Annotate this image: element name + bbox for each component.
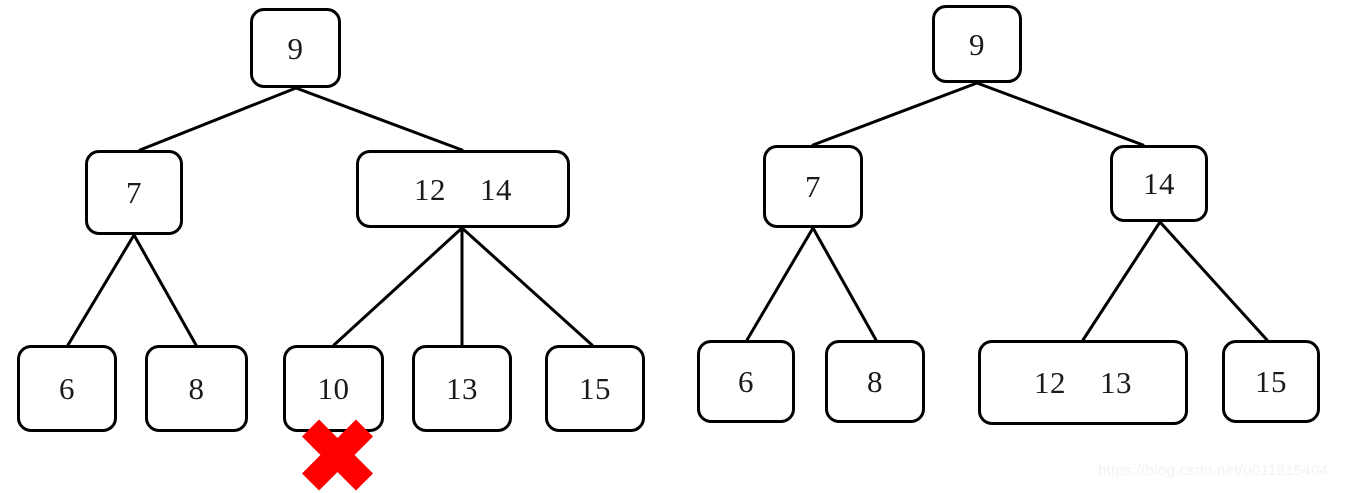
node-key: 6 [738,364,754,399]
tree-edge [294,86,464,152]
tree-node-9[interactable]: 9 [932,5,1022,83]
tree-edge [332,226,464,347]
node-key: 9 [287,30,304,66]
tree-edge [138,86,298,152]
tree-node-6[interactable]: 6 [697,340,795,423]
node-key: 6 [59,371,75,406]
node-key: 14 [480,171,512,207]
tree-node-15[interactable]: 15 [1222,340,1320,423]
tree-edge [975,81,1145,147]
node-key: 13 [1100,365,1132,400]
node-key: 12 [1034,365,1066,400]
tree-node-14[interactable]: 14 [1110,145,1208,222]
tree-node-12-14[interactable]: 12 14 [356,150,570,228]
tree-edge [745,226,815,342]
node-key: 10 [317,371,350,406]
tree-node-6[interactable]: 6 [17,345,117,432]
tree-edge [132,233,198,347]
node-key: 7 [805,169,821,204]
tree-edge [811,226,878,342]
node-key: 8 [867,364,883,399]
watermark-text: https://blog.csdn.net/u011815404 [1098,462,1329,479]
tree-node-8[interactable]: 8 [145,345,248,432]
node-key: 15 [579,371,611,406]
tree-node-10[interactable]: 10 [283,345,384,432]
node-key: 7 [126,175,142,210]
node-key: 12 [414,171,446,207]
tree-node-7[interactable]: 7 [763,145,863,228]
tree-node-12-13[interactable]: 12 13 [978,340,1188,425]
tree-edge [460,226,594,347]
tree-edge [66,233,136,347]
tree-edge [811,81,979,147]
tree-node-8[interactable]: 8 [825,340,925,423]
tree-edge [1158,220,1269,342]
node-key: 15 [1255,364,1287,399]
tree-edge [1081,220,1162,342]
tree-node-15[interactable]: 15 [545,345,645,432]
tree-node-7[interactable]: 7 [85,150,183,235]
node-key: 13 [446,371,478,406]
tree-node-13[interactable]: 13 [412,345,512,432]
node-key: 9 [969,26,985,62]
node-key: 8 [188,371,205,406]
tree-node-9[interactable]: 9 [250,8,341,88]
node-key: 14 [1143,166,1175,201]
